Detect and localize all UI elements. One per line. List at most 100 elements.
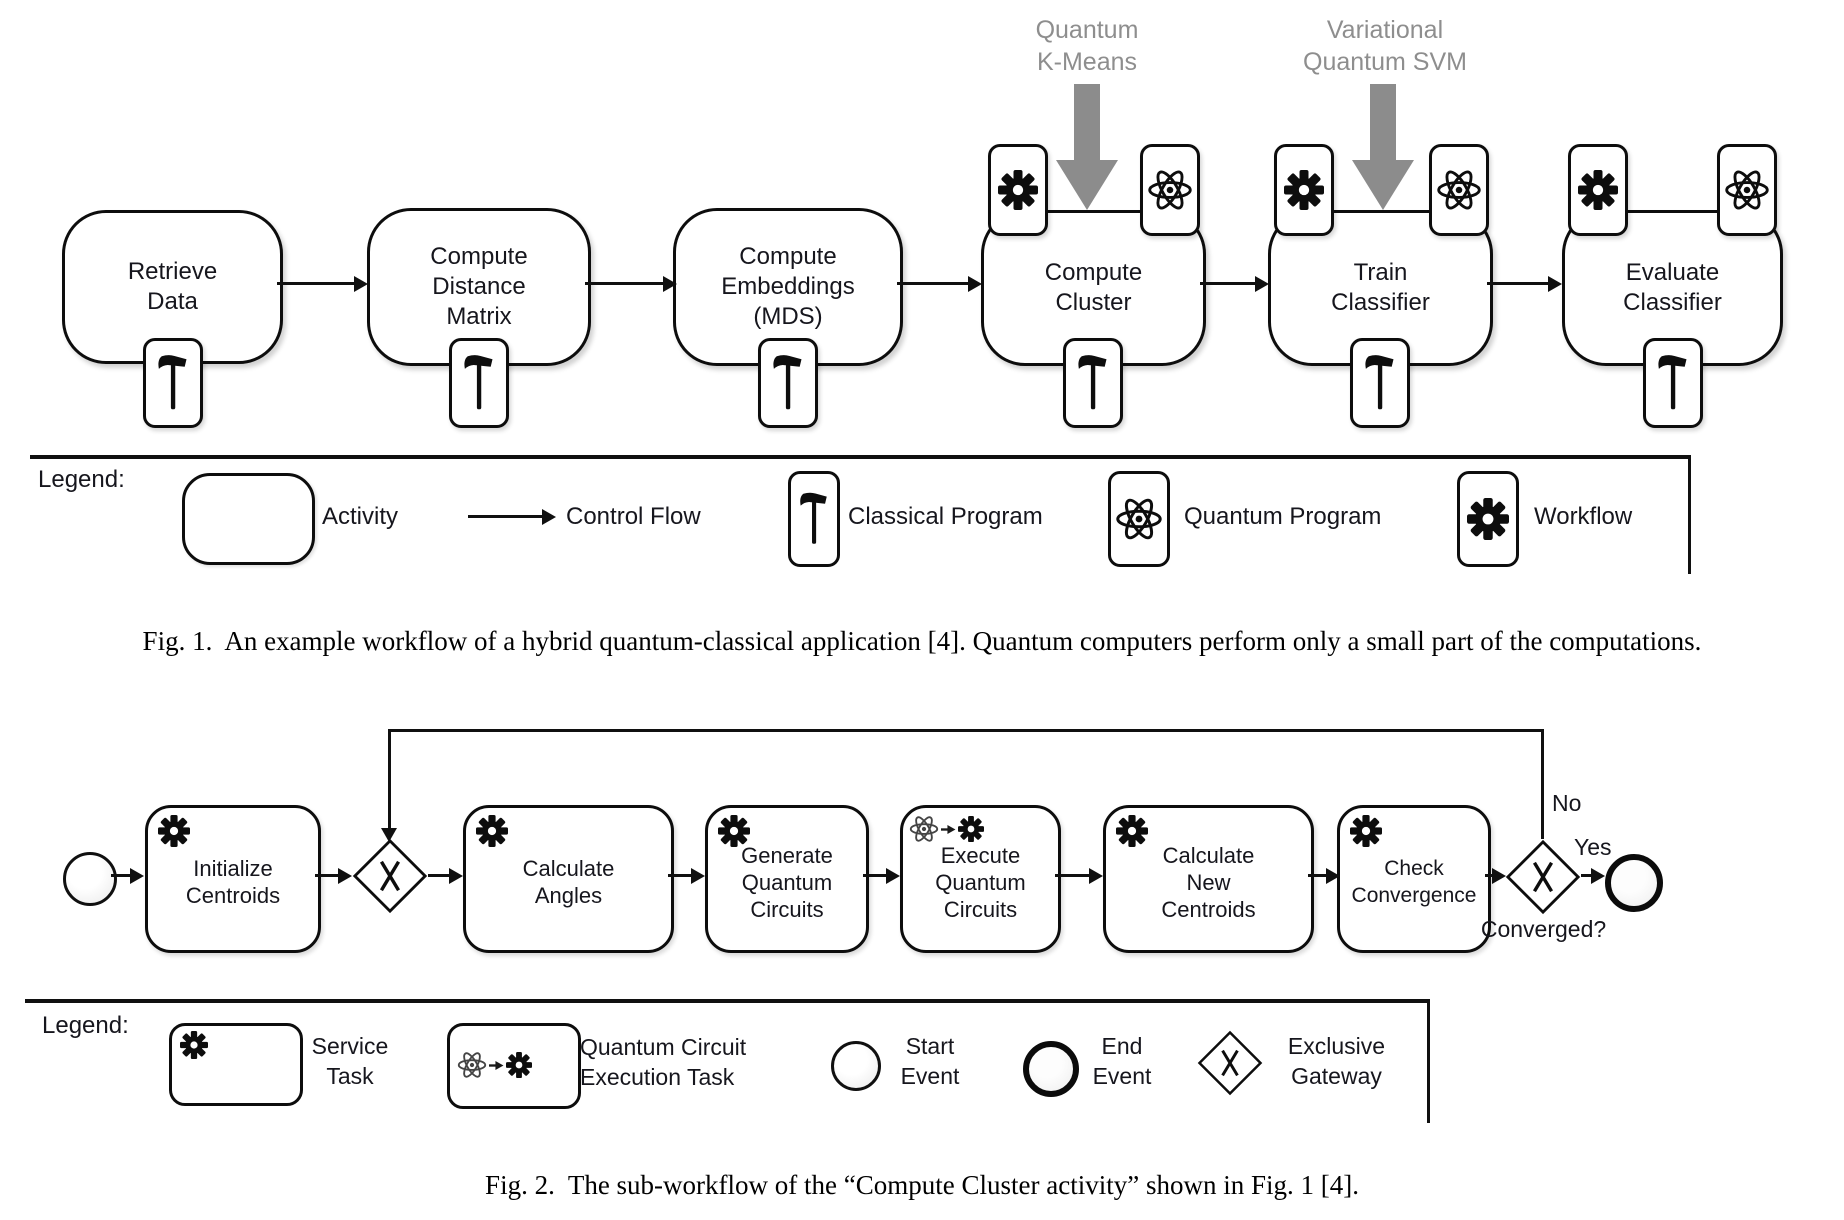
atom-icon (909, 814, 939, 844)
activity-label: Compute Distance Matrix (430, 243, 528, 330)
legend-classical-program-badge (788, 471, 840, 567)
gear-icon (158, 815, 190, 847)
task-check-convergence: Check Convergence (1337, 805, 1491, 953)
legend-quantum-program-label: Quantum Program (1184, 503, 1382, 530)
kmeans-annotation-arrow (1074, 84, 1100, 162)
task-label: Execute Quantum Circuits (935, 842, 1026, 922)
svm-annotation-arrowhead (1352, 160, 1414, 210)
flow-arrowhead (1326, 868, 1340, 884)
loop-arrowhead (381, 828, 397, 842)
classical-program-badge (449, 338, 509, 428)
legend-exclusive-gateway (1197, 1030, 1263, 1096)
end-event (1605, 854, 1663, 912)
quantum-circuit-execution-icon (457, 1050, 532, 1080)
legend-end-event-label: End Event (1092, 1033, 1152, 1089)
hammer-icon (770, 352, 806, 414)
quantum-program-badge (1717, 144, 1777, 236)
flow-line (1308, 874, 1327, 877)
quantum-program-badge (1140, 144, 1200, 236)
classical-program-badge (1350, 338, 1410, 428)
activity-label: Evaluate Classifier (1623, 259, 1722, 316)
hammer-icon (1075, 352, 1111, 414)
activity-train-classifier: Train Classifier (1268, 210, 1493, 366)
control-flow-line (897, 282, 969, 285)
control-flow-arrowhead (968, 276, 982, 292)
control-flow-line (585, 282, 664, 285)
gear-icon (1350, 815, 1382, 847)
workflow-badge (1274, 144, 1334, 236)
hammer-icon (1362, 352, 1398, 414)
task-calculate-new-centroids: Calculate New Centroids (1103, 805, 1314, 953)
flow-line (668, 874, 692, 877)
mini-arrow-icon (489, 1060, 504, 1071)
atom-icon (1115, 495, 1163, 543)
control-flow-arrowhead (1548, 276, 1562, 292)
gear-icon (1467, 498, 1509, 540)
task-label: Check Convergence (1351, 857, 1477, 907)
flow-arrowhead (1089, 868, 1103, 884)
flow-line (1055, 874, 1090, 877)
control-flow-arrowhead (1255, 276, 1269, 292)
hammer-icon (155, 352, 191, 414)
legend-control-flow-line (468, 515, 542, 518)
legend-workflow-badge (1457, 471, 1519, 567)
flow-line (863, 874, 887, 877)
control-flow-arrowhead (354, 276, 368, 292)
legend-start-event (831, 1041, 881, 1091)
mini-arrow-icon (941, 824, 956, 835)
legend-classical-program-label: Classical Program (848, 503, 1043, 530)
activity-label: Retrieve Data (127, 258, 218, 315)
legend-end-event (1023, 1041, 1079, 1097)
legend-workflow-label: Workflow (1534, 503, 1633, 530)
loop-line-top (389, 729, 1544, 732)
fig1-legend-border (30, 455, 1691, 574)
classical-program-badge (758, 338, 818, 428)
legend-qce-task-shape (447, 1023, 581, 1109)
annotation-quantum-kmeans: Quantum K-Means (1035, 16, 1139, 76)
workflow-badge (1568, 144, 1628, 236)
fig2-legend-border (25, 999, 1430, 1123)
legend-activity-shape (182, 473, 315, 565)
loop-line-up (1541, 729, 1544, 839)
flow-line (111, 874, 131, 877)
classical-program-badge (1643, 338, 1703, 428)
gear-icon (1578, 170, 1618, 210)
activity-label: Compute Embeddings (MDS) (721, 243, 855, 330)
task-label: Calculate Angles (522, 856, 615, 908)
legend-activity-label: Activity (322, 503, 399, 530)
classical-program-badge (143, 338, 203, 428)
legend-qce-task-label: Quantum Circuit Execution Task (580, 1034, 747, 1090)
legend-control-flow-arrowhead (542, 509, 556, 525)
annotation-variational-quantum-svm: Variational Quantum SVM (1303, 16, 1467, 76)
gear-icon (718, 815, 750, 847)
start-event (63, 852, 117, 906)
legend-control-flow-label: Control Flow (566, 503, 701, 530)
svm-annotation-arrow (1370, 84, 1396, 162)
gear-icon (1284, 170, 1324, 210)
flow-line (315, 874, 339, 877)
atom-icon (1724, 167, 1770, 213)
task-label: Calculate New Centroids (1161, 842, 1256, 922)
activity-compute-cluster: Compute Cluster (981, 210, 1206, 366)
exclusive-gateway-loop (352, 838, 428, 914)
fig2-caption: Fig. 2. The sub-workflow of the “Compute… (485, 1170, 1359, 1200)
activity-label: Train Classifier (1331, 259, 1430, 316)
task-execute-quantum-circuits: Execute Quantum Circuits (900, 805, 1061, 953)
legend-start-event-label: Start Event (900, 1033, 960, 1089)
gear-icon (958, 816, 984, 842)
fig1-legend-title: Legend: (38, 466, 125, 493)
flow-label-no: No (1552, 790, 1582, 816)
atom-icon (457, 1050, 487, 1080)
flow-arrowhead (1591, 868, 1605, 884)
flow-arrowhead (886, 868, 900, 884)
loop-line-down (388, 729, 391, 830)
gear-icon (506, 1052, 532, 1078)
task-label: Generate Quantum Circuits (741, 842, 833, 922)
legend-service-task-label: Service Task (311, 1033, 389, 1089)
classical-program-badge (1063, 338, 1123, 428)
legend-quantum-program-badge (1108, 471, 1170, 567)
gear-icon (1116, 815, 1148, 847)
flow-arrowhead (338, 868, 352, 884)
gear-icon (180, 1031, 208, 1059)
